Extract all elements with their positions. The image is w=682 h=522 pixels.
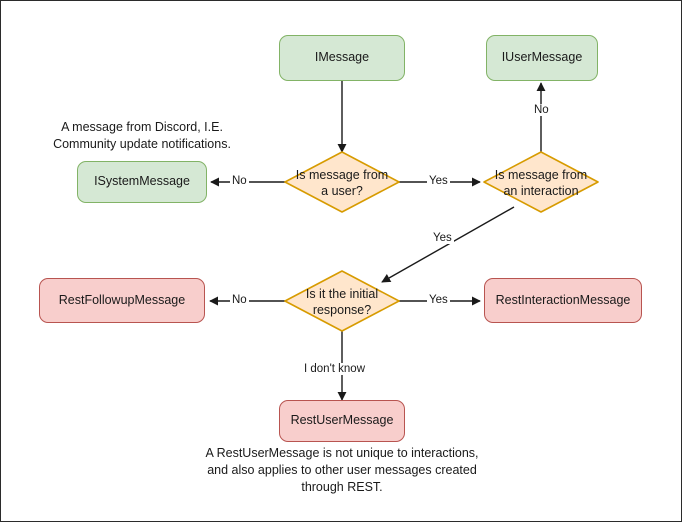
edge-label-no-usermessage: No: [532, 104, 551, 116]
node-restfollowupmessage-label: RestFollowupMessage: [58, 292, 186, 307]
edge-label-no-system-text: No: [232, 175, 247, 187]
edge-label-yes-initial: Yes: [431, 232, 454, 244]
edge-label-yes-interaction-text: Yes: [429, 175, 448, 187]
edge-label-no-usermessage-text: No: [534, 104, 549, 116]
edge-label-yes-initial-text: Yes: [433, 232, 452, 244]
edge-label-yes-restinteraction-text: Yes: [429, 294, 448, 306]
node-imessage[interactable]: IMessage: [279, 35, 405, 81]
note-rest-user-message: A RestUserMessage is not unique to inter…: [205, 446, 479, 494]
decision-initial-diamond[interactable]: [284, 270, 400, 332]
note-system-message: A message from Discord, I.E. Community u…: [53, 120, 231, 151]
node-restfollowupmessage[interactable]: RestFollowupMessage: [39, 278, 205, 323]
node-restusermessage[interactable]: RestUserMessage: [279, 400, 405, 442]
edge-label-idontknow: I don't know: [302, 363, 368, 375]
edge-decision-interaction-to-decision-initial: [381, 206, 515, 283]
decision-interaction-diamond[interactable]: [483, 151, 599, 213]
edge-label-idontknow-text: I don't know: [304, 363, 366, 375]
edge-label-yes-restinteraction: Yes: [427, 294, 450, 306]
node-imessage-label: IMessage: [314, 50, 370, 65]
edge-label-no-followup: No: [230, 294, 249, 306]
decision-user-diamond[interactable]: [284, 151, 400, 213]
node-iusermessage[interactable]: IUserMessage: [486, 35, 598, 81]
node-restusermessage-label: RestUserMessage: [290, 413, 394, 428]
node-isystemmessage-label: ISystemMessage: [94, 174, 190, 189]
edge-label-no-followup-text: No: [232, 294, 247, 306]
edge-label-yes-interaction: Yes: [427, 175, 450, 187]
node-iusermessage-label: IUserMessage: [501, 50, 583, 65]
node-isystemmessage[interactable]: ISystemMessage: [77, 161, 207, 203]
node-restinteractionmessage[interactable]: RestInteractionMessage: [484, 278, 642, 323]
node-restinteractionmessage-label: RestInteractionMessage: [495, 292, 631, 307]
edge-label-no-system: No: [230, 175, 249, 187]
